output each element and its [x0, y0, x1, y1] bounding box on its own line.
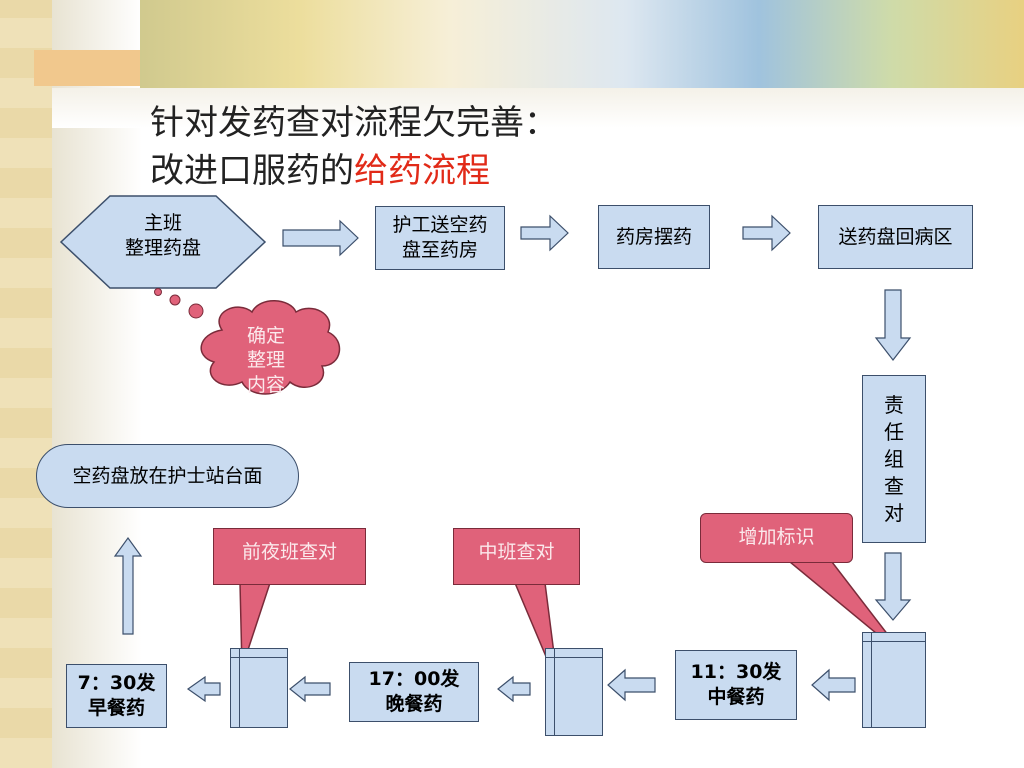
middle-shift-callout: 中班查对	[453, 528, 580, 585]
empty-tray-box: 空药盘放在护士站台面	[36, 444, 299, 508]
top-decor-block	[34, 50, 140, 86]
arrow-up	[113, 536, 143, 635]
arrow-left-2	[607, 668, 656, 702]
slide-title-line2: 改进口服药的给药流程	[150, 143, 490, 192]
noon-meds-box: 11：30发 中餐药	[675, 650, 797, 720]
arrow-down-1	[874, 289, 912, 361]
top-decor-banner	[140, 0, 1024, 88]
night-shift-callout: 前夜班查对	[213, 528, 366, 585]
arrow-right-2	[520, 214, 569, 252]
thought-dot-1	[154, 288, 162, 296]
top-gradient	[52, 88, 1024, 128]
left-decor-strip	[0, 0, 52, 768]
morning-meds-box: 7：30发 早餐药	[66, 664, 167, 728]
tray-cabinet-2	[545, 648, 603, 736]
thought-dot-2	[169, 294, 181, 306]
cloud-text: 确定 整理 内容	[246, 325, 285, 396]
arrow-left-3	[497, 675, 531, 703]
return-ward-box: 送药盘回病区	[818, 205, 973, 269]
evening-meds-box: 17：00发 晚餐药	[349, 662, 479, 722]
left-gradient	[52, 0, 142, 768]
add-label-callout: 增加标识	[700, 513, 853, 563]
team-check-box: 责 任 组 查 对	[862, 375, 926, 543]
tray-cabinet-1	[862, 632, 926, 728]
arrow-left-1	[811, 668, 856, 702]
slide-title-line1: 针对发药查对流程欠完善：	[150, 103, 558, 143]
nurse-send-box: 护工送空药 盘至药房	[375, 206, 505, 270]
arrow-right-3	[742, 214, 791, 252]
pharmacy-box: 药房摆药	[598, 205, 710, 269]
arrow-left-4	[289, 675, 331, 703]
tray-cabinet-3	[230, 648, 288, 728]
main-shift-label: 主班 整理药盘	[124, 212, 201, 259]
main-shift-hexagon	[59, 195, 267, 289]
arrow-down-2	[874, 552, 912, 621]
arrow-right-1	[282, 219, 359, 257]
cloud-shape	[200, 300, 341, 395]
arrow-left-5	[186, 675, 221, 703]
thought-dot-3	[188, 303, 204, 319]
title-highlight: 给药流程	[354, 151, 490, 191]
title-prefix: 改进口服药的	[150, 151, 354, 191]
